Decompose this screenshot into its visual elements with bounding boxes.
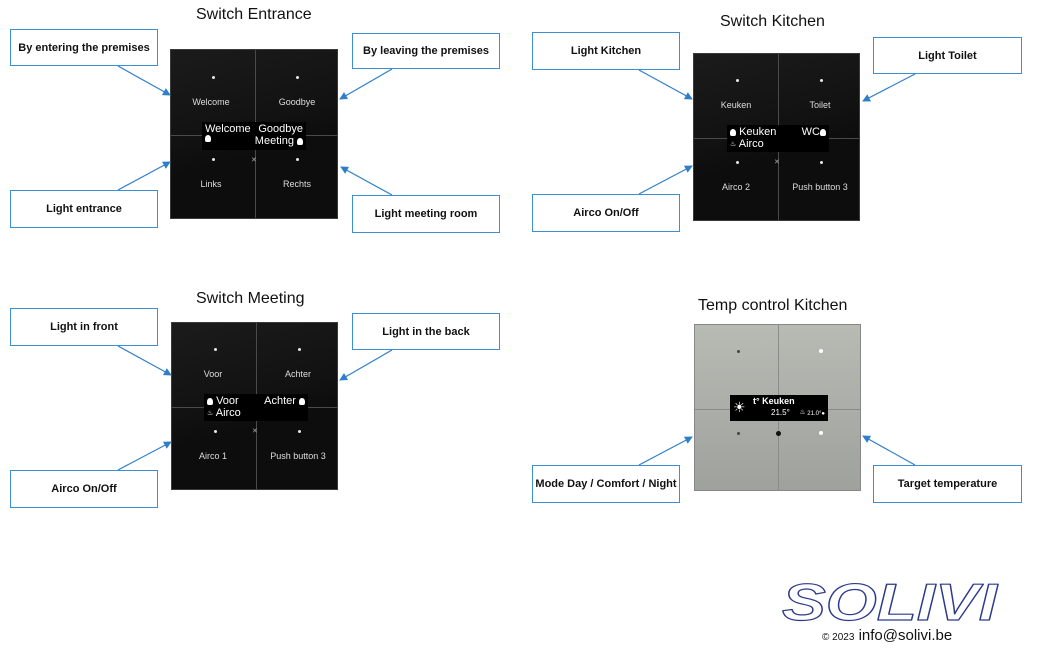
footer-contact: © 2023 info@solivi.be [822, 627, 952, 644]
solivi-logo: SOLIVI [781, 578, 999, 626]
entrance-title: Switch Entrance [196, 6, 312, 23]
bulb-icon [207, 398, 213, 405]
button-airco-1[interactable]: Airco 1 [198, 451, 227, 461]
display-text: Airco [738, 138, 764, 150]
callout-entering-premises: By entering the premises [10, 29, 158, 66]
button-achter[interactable]: Achter [284, 369, 311, 379]
temp-title: Temp control Kitchen [698, 297, 848, 314]
button-links[interactable]: Links [200, 179, 222, 189]
bulb-icon [205, 135, 211, 142]
button-airco-2[interactable]: Airco 2 [721, 182, 750, 192]
display-text: Achter [264, 395, 296, 407]
airco-icon: ♨ [730, 141, 737, 148]
kitchen-title: Switch Kitchen [720, 13, 825, 30]
temp-display: ☀ t° Keuken 21.5° ♨ 21.0°● [730, 395, 828, 421]
display-text: Goodbye [258, 123, 303, 135]
button-keuken[interactable]: Keuken [720, 100, 752, 110]
bulb-icon [820, 129, 826, 136]
copyright: © 2023 [822, 632, 855, 643]
button-push-3-meeting[interactable]: Push button 3 [270, 451, 326, 461]
callout-airco-meeting: Airco On/Off [10, 470, 158, 508]
switch-kitchen-panel: Keuken Toilet Airco 2 Push button 3 Keuk… [693, 53, 860, 221]
airco-icon: ♨ [207, 410, 214, 417]
display-text: WC [801, 126, 820, 138]
callout-light-in-the-back: Light in the back [352, 313, 500, 350]
button-rechts[interactable]: Rechts [282, 179, 311, 189]
temp-control-panel: ☀ t° Keuken 21.5° ♨ 21.0°● [694, 324, 861, 491]
bulb-icon [299, 398, 305, 405]
button-goodbye[interactable]: Goodbye [278, 97, 316, 107]
callout-light-kitchen: Light Kitchen [532, 32, 680, 70]
display-text: Airco [215, 407, 241, 419]
callout-light-toilet: Light Toilet [873, 37, 1022, 74]
airco-icon: ♨ [799, 409, 806, 416]
bulb-icon [297, 138, 303, 145]
sun-icon: ☀ [733, 399, 746, 415]
center-x-icon: ✕ [252, 428, 258, 435]
temp-display-title: t° Keuken [753, 396, 795, 406]
callout-airco-kitchen: Airco On/Off [532, 194, 680, 232]
callout-leaving-premises: By leaving the premises [352, 33, 500, 69]
display-text: Welcome [205, 123, 251, 135]
meeting-title: Switch Meeting [196, 290, 305, 307]
button-toilet[interactable]: Toilet [809, 100, 831, 110]
display-text: Voor [216, 395, 239, 407]
button-push-3-kitchen[interactable]: Push button 3 [792, 182, 848, 192]
logo-text: SOLIVI [782, 578, 999, 626]
meeting-display: Voor Achter ♨ Airco [204, 394, 308, 421]
callout-target-temperature: Target temperature [873, 465, 1022, 503]
callout-light-entrance: Light entrance [10, 190, 158, 228]
target-temperature-value: 21.0° [807, 411, 822, 417]
callout-light-meeting-room: Light meeting room [352, 195, 500, 233]
center-x-icon: ✕ [774, 159, 780, 166]
callout-light-in-front: Light in front [10, 308, 158, 346]
center-x-icon: ✕ [251, 157, 257, 164]
email-link[interactable]: info@solivi.be [858, 627, 953, 644]
button-voor[interactable]: Voor [203, 369, 223, 379]
display-text: Keuken [739, 126, 777, 138]
display-text: Meeting [254, 135, 294, 147]
kitchen-display: Keuken WC ♨ Airco [727, 125, 829, 152]
entrance-display: Welcome Goodbye Meeting [202, 122, 306, 150]
bulb-icon [730, 129, 736, 136]
button-welcome[interactable]: Welcome [192, 97, 230, 107]
current-temperature: 21.5° [771, 408, 790, 417]
callout-mode-day-comfort-night: Mode Day / Comfort / Night [532, 465, 680, 503]
